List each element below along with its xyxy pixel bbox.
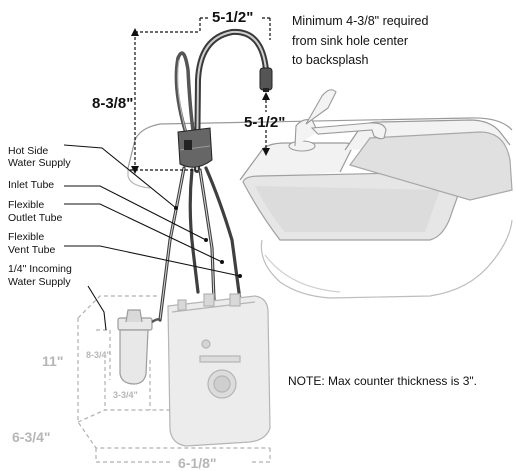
sink-faucet: [288, 89, 387, 152]
callout-vent-line-2: Vent Tube: [8, 244, 55, 256]
faucet-height-dimension: 8-3/8": [92, 95, 133, 112]
clearance-note-line-1: Minimum 4-3/8" required: [292, 14, 428, 28]
tank-height-dimension: 11": [42, 353, 63, 369]
filter-height-dimension: 8-3/4": [86, 350, 111, 360]
callout-hot-side-line-1: Hot Side: [8, 145, 48, 157]
tank-width-dimension: 6-1/8": [178, 455, 217, 471]
callout-hot-side: Hot Side Water Supply: [8, 145, 71, 169]
countertop-and-sink: [127, 117, 513, 299]
clearance-note-line-3: to backsplash: [292, 53, 368, 67]
callout-outlet-line-2: Outlet Tube: [8, 212, 62, 224]
water-filter: [117, 309, 161, 385]
callout-inlet: Inlet Tube: [8, 179, 54, 191]
tank-dimension-frame: [77, 295, 271, 463]
spout-clearance-dimension: 5-1/2": [244, 114, 285, 131]
callout-vent: Flexible Vent Tube: [8, 231, 55, 256]
filter-width-dimension: 3-3/4": [113, 390, 138, 400]
counter-thickness-note: NOTE: Max counter thickness is 3".: [288, 374, 477, 388]
spout-reach-dimension: 5-1/2": [212, 9, 253, 26]
tank-depth-dimension: 6-3/4": [12, 429, 51, 445]
callout-leaders: [63, 144, 241, 331]
callout-incoming-line-2: Water Supply: [8, 276, 71, 288]
callout-incoming-line-1: 1/4" Incoming: [8, 263, 72, 275]
clearance-note: Minimum 4-3/8" required from sink hole c…: [292, 14, 428, 67]
callout-outlet: Flexible Outlet Tube: [8, 199, 62, 224]
callout-inlet-line-1: Inlet Tube: [8, 179, 54, 191]
callout-dots: [174, 206, 242, 278]
hot-water-tank: [167, 293, 271, 447]
callout-hot-side-line-2: Water Supply: [8, 157, 71, 169]
callout-vent-line-1: Flexible: [8, 231, 44, 243]
dispenser-faucet: [158, 28, 273, 322]
clearance-note-line-2: from sink hole center: [292, 34, 408, 48]
dimension-arrows: [131, 28, 270, 174]
callout-incoming: 1/4" Incoming Water Supply: [8, 263, 72, 288]
callout-outlet-line-1: Flexible: [8, 199, 44, 211]
